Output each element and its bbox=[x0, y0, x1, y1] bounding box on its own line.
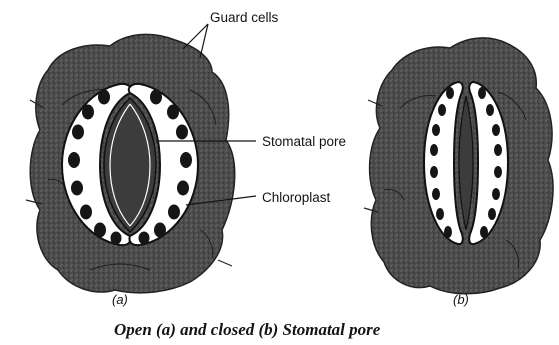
label-chloroplast: Chloroplast bbox=[262, 190, 331, 205]
label-stomatal-pore: Stomatal pore bbox=[262, 134, 346, 149]
open-stoma bbox=[26, 34, 235, 292]
leader-guard-cells-2 bbox=[200, 24, 208, 58]
leader-guard-cells-1 bbox=[183, 24, 208, 49]
subcaption-b: (b) bbox=[453, 292, 469, 307]
subcaption-a: (a) bbox=[112, 292, 128, 307]
closed-stoma bbox=[364, 38, 553, 294]
label-guard-cells: Guard cells bbox=[210, 10, 279, 25]
figure-caption: Open (a) and closed (b) Stomatal pore bbox=[114, 320, 381, 339]
